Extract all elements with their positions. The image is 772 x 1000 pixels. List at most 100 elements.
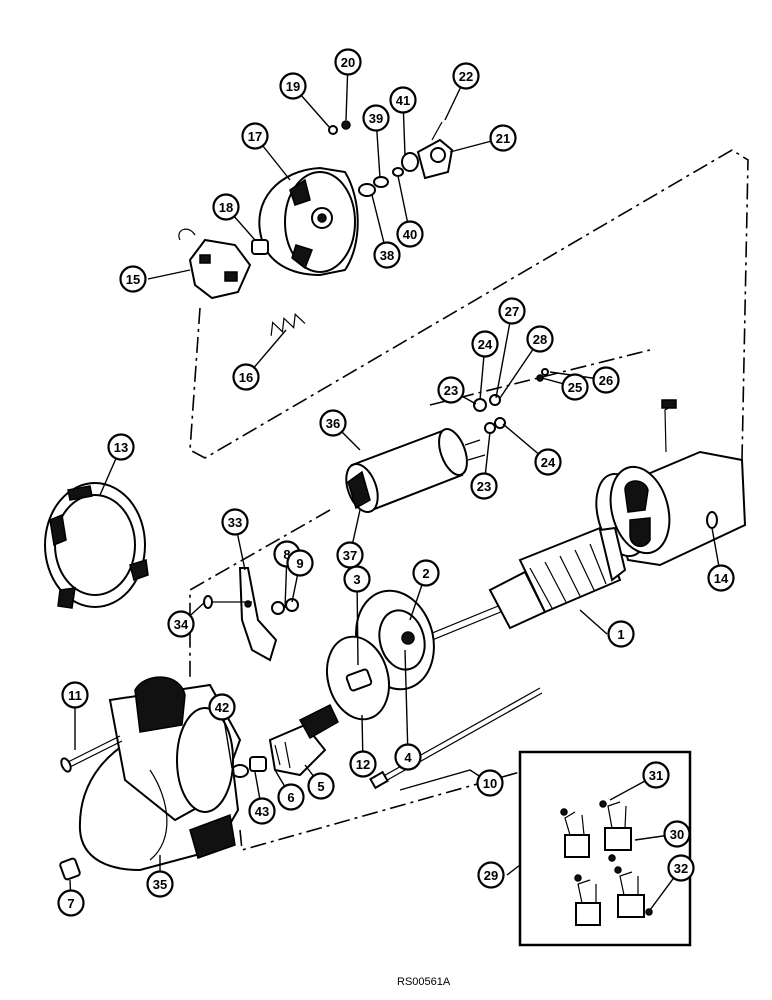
pinion-drive-5 bbox=[231, 703, 339, 778]
callout-5: 5 bbox=[307, 772, 335, 800]
brush-kit-items bbox=[560, 800, 653, 926]
callout-25: 25 bbox=[561, 373, 589, 401]
callout-number: 26 bbox=[599, 373, 613, 388]
callout-circle bbox=[336, 541, 364, 569]
callout-number: 24 bbox=[541, 455, 556, 470]
callout-circle bbox=[534, 448, 562, 476]
bushing-18 bbox=[251, 239, 269, 255]
callout-circle bbox=[107, 433, 135, 461]
callout-36: 36 bbox=[319, 409, 347, 437]
callout-21: 21 bbox=[489, 124, 517, 152]
callout-15: 15 bbox=[119, 265, 147, 293]
bushing-7 bbox=[59, 857, 81, 881]
callout-circle bbox=[307, 772, 335, 800]
callout-30: 30 bbox=[663, 820, 691, 848]
callout-circle bbox=[167, 610, 195, 638]
callout-number: 17 bbox=[248, 129, 262, 144]
callout-24: 24 bbox=[534, 448, 562, 476]
callout-number: 14 bbox=[714, 571, 729, 586]
callout-number: 21 bbox=[496, 131, 510, 146]
callout-35: 35 bbox=[146, 870, 174, 898]
callout-number: 43 bbox=[255, 804, 269, 819]
callout-number: 13 bbox=[114, 440, 128, 455]
callout-number: 18 bbox=[219, 200, 233, 215]
callout-number: 8 bbox=[283, 547, 290, 562]
callout-number: 35 bbox=[153, 877, 167, 892]
callout-circle bbox=[277, 783, 305, 811]
callout-number: 31 bbox=[649, 768, 663, 783]
callout-7: 7 bbox=[57, 889, 85, 917]
callout-circle bbox=[477, 861, 505, 889]
callout-circle bbox=[208, 693, 236, 721]
callout-1: 1 bbox=[607, 620, 635, 648]
shift-lever-33 bbox=[203, 567, 299, 662]
drive-housing-35 bbox=[78, 676, 242, 872]
callout-28: 28 bbox=[526, 325, 554, 353]
callout-circle bbox=[412, 559, 440, 587]
callout-number: 10 bbox=[483, 776, 497, 791]
plate-12 bbox=[326, 635, 390, 721]
callout-circle bbox=[470, 472, 498, 500]
callout-number: 11 bbox=[68, 688, 82, 703]
callout-6: 6 bbox=[277, 783, 305, 811]
callout-circle bbox=[334, 48, 362, 76]
callout-31: 31 bbox=[642, 761, 670, 789]
callout-37: 37 bbox=[336, 541, 364, 569]
callout-number: 30 bbox=[670, 827, 684, 842]
callout-number: 27 bbox=[505, 304, 519, 319]
callout-circle bbox=[389, 86, 417, 114]
callout-number: 20 bbox=[341, 55, 355, 70]
callout-circle bbox=[498, 297, 526, 325]
callout-circle bbox=[707, 564, 735, 592]
callout-number: 37 bbox=[343, 548, 357, 563]
callout-12: 12 bbox=[349, 750, 377, 778]
callout-circle bbox=[642, 761, 670, 789]
callout-number: 15 bbox=[126, 272, 140, 287]
callout-number: 36 bbox=[326, 416, 340, 431]
brush-plate-13 bbox=[44, 482, 149, 609]
callout-number: 23 bbox=[477, 479, 491, 494]
drawing-id: RS00561A bbox=[397, 976, 451, 988]
callout-circle bbox=[437, 376, 465, 404]
callout-circle bbox=[362, 104, 390, 132]
callout-40: 40 bbox=[396, 220, 424, 248]
field-frame bbox=[595, 399, 747, 567]
callout-circle bbox=[232, 363, 260, 391]
callout-circle bbox=[349, 750, 377, 778]
callout-9: 9 bbox=[286, 549, 314, 577]
callout-number: 3 bbox=[353, 572, 360, 587]
callout-number: 38 bbox=[380, 248, 394, 263]
callout-circle bbox=[248, 797, 276, 825]
callout-circle bbox=[561, 373, 589, 401]
callout-number: 32 bbox=[674, 861, 688, 876]
callout-38: 38 bbox=[373, 241, 401, 269]
callout-42: 42 bbox=[208, 693, 236, 721]
callout-34: 34 bbox=[167, 610, 195, 638]
callout-circle bbox=[212, 193, 240, 221]
callout-number: 28 bbox=[533, 332, 547, 347]
callout-circle bbox=[471, 330, 499, 358]
brush-holder-15 bbox=[178, 228, 252, 300]
callout-number: 24 bbox=[478, 337, 493, 352]
callout-number: 19 bbox=[286, 79, 300, 94]
callout-number: 16 bbox=[239, 370, 253, 385]
solenoid-36 bbox=[345, 368, 549, 513]
callout-circle bbox=[221, 508, 249, 536]
callout-23: 23 bbox=[470, 472, 498, 500]
callout-number: 9 bbox=[296, 556, 303, 571]
callout-circle bbox=[57, 889, 85, 917]
callout-number: 22 bbox=[459, 69, 473, 84]
callout-17: 17 bbox=[241, 122, 269, 150]
callout-33: 33 bbox=[221, 508, 249, 536]
callout-circle bbox=[396, 220, 424, 248]
callout-circle bbox=[663, 820, 691, 848]
callout-circle bbox=[61, 681, 89, 709]
callout-3: 3 bbox=[343, 565, 371, 593]
callout-2: 2 bbox=[412, 559, 440, 587]
callout-number: 41 bbox=[396, 93, 410, 108]
callout-circle bbox=[526, 325, 554, 353]
callout-circle bbox=[667, 854, 695, 882]
callout-circle bbox=[373, 241, 401, 269]
callout-number: 23 bbox=[444, 383, 458, 398]
callout-39: 39 bbox=[362, 104, 390, 132]
